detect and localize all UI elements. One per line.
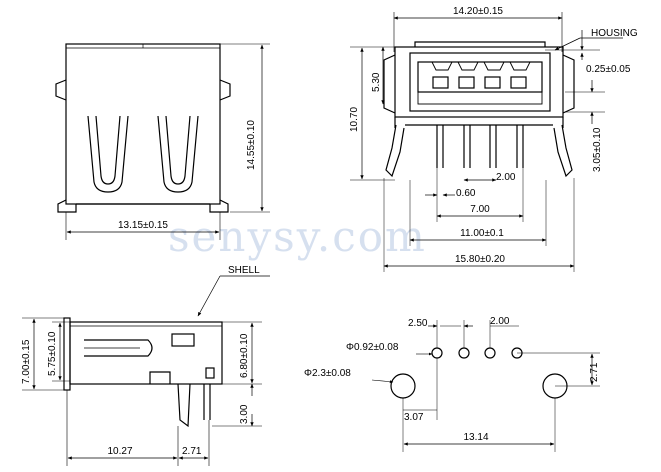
dim-side-shell-height: 6.80±0.10 — [239, 333, 250, 378]
front-view — [350, 12, 623, 272]
dim-pin-pitch: 2.00 — [496, 172, 516, 183]
dim-total-height: 10.70 — [349, 107, 360, 132]
dim-leg-length: 3.00 — [239, 404, 250, 424]
dim-side-height: 7.00±0.15 — [21, 339, 32, 384]
dim-hole-span: 13.14 — [463, 432, 488, 443]
dim-leg-offset: 2.71 — [182, 446, 202, 457]
dim-hole-pitch-b: 2.00 — [490, 316, 510, 327]
pcb-footprint — [371, 320, 600, 452]
dim-side-length: 10.27 — [107, 446, 132, 457]
dim-housing-height: 5.30 — [371, 72, 382, 92]
dim-pin-height: 3.05±0.10 — [592, 127, 603, 172]
dimension-labels: 14.20±0.15 HOUSING 0.25±0.05 5.30 10.70 … — [21, 6, 638, 457]
dim-pin-width: 0.60 — [456, 188, 476, 199]
dim-housing-offset: 0.25±0.05 — [586, 64, 631, 75]
dim-hole-pitch-a: 2.50 — [408, 318, 428, 329]
top-view — [55, 43, 270, 240]
dim-overall-width: 14.20±0.15 — [453, 6, 503, 17]
dim-top-width: 13.15±0.15 — [118, 220, 168, 231]
watermark: senysy.com — [168, 212, 427, 261]
dim-shell-hole-diameter: Φ2.3±0.08 — [304, 368, 351, 379]
side-view — [22, 275, 270, 466]
dim-side-body-height: 5.75±0.10 — [47, 331, 58, 376]
shell-label: SHELL — [228, 265, 260, 276]
dim-hole-x-offset: 3.07 — [404, 412, 424, 423]
dim-pin-hole-diameter: Φ0.92±0.08 — [346, 342, 399, 353]
dim-top-length: 14.55±0.10 — [246, 120, 257, 170]
dim-hole-row-offset: 2.71 — [589, 362, 600, 382]
dim-pin-span: 7.00 — [470, 204, 490, 215]
housing-label: HOUSING — [591, 28, 638, 39]
dim-shell-span: 11.00±0.1 — [460, 228, 504, 239]
dim-leg-span: 15.80±0.20 — [455, 254, 505, 265]
